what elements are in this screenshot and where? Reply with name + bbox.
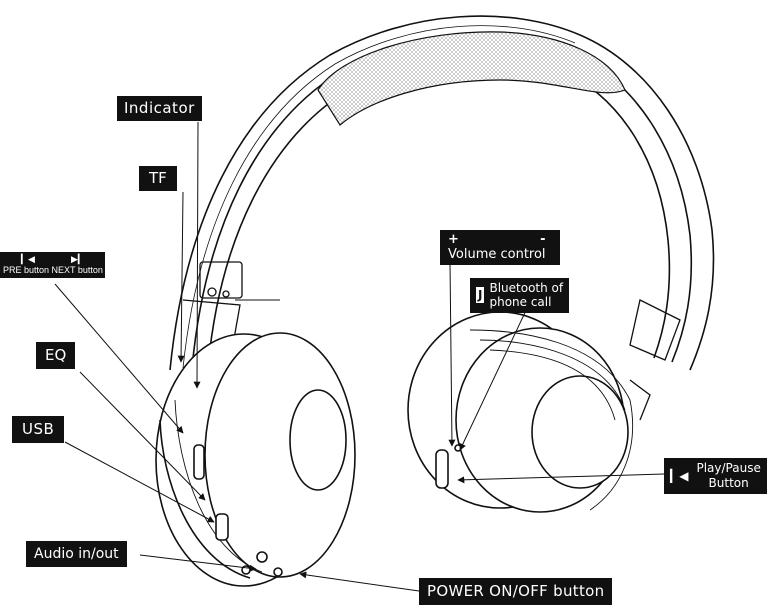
usb-text: USB <box>22 420 55 438</box>
tf-label: TF <box>139 166 177 191</box>
play-line2: Button <box>708 476 749 490</box>
right-slider <box>629 299 681 421</box>
leader-lines <box>54 121 665 592</box>
right-earcup <box>407 311 634 513</box>
power-label: POWER ON/OFF button <box>419 578 613 605</box>
indicator-text: Indicator <box>124 99 195 117</box>
audio-label: Audio in/out <box>26 541 127 567</box>
power-text: POWER ON/OFF button <box>427 582 605 600</box>
play-pause-icon: ▎◀ <box>670 469 689 483</box>
headband-cushion <box>317 31 626 126</box>
leader-audio <box>139 554 257 572</box>
phone-icon: Ј <box>476 287 485 304</box>
leader-usb <box>64 441 215 523</box>
bluetooth-call-label: Ј Bluetooth of phone call <box>470 278 570 313</box>
next-track-icon: ▶▎ <box>71 254 85 264</box>
audio-text: Audio in/out <box>34 546 119 562</box>
usb-label: USB <box>12 416 65 443</box>
play-line1: Play/Pause <box>696 461 761 475</box>
leader-bluetooth <box>459 301 531 451</box>
volume-text: Volume control <box>448 247 546 262</box>
prev-track-icon: ▎◀ <box>21 254 35 264</box>
volume-minus: - <box>540 232 546 247</box>
leader-eq <box>79 371 206 501</box>
pre-button-text: PRE button <box>3 265 50 275</box>
bluetooth-line1: Bluetooth of <box>489 281 564 295</box>
eq-text: EQ <box>45 346 67 364</box>
leader-power <box>299 571 420 592</box>
volume-label: + - Volume control <box>440 230 560 265</box>
left-earcup <box>155 332 356 587</box>
pre-next-label: ▎◀ ▶▎ PRE button NEXT button <box>0 252 105 278</box>
bluetooth-line2: phone call <box>489 295 552 310</box>
indicator-label: Indicator <box>117 96 202 121</box>
next-button-text: NEXT button <box>51 265 103 275</box>
leader-indicator <box>193 121 201 389</box>
eq-label: EQ <box>36 342 76 369</box>
leader-tf <box>177 191 185 363</box>
leader-prenext <box>54 283 184 434</box>
tf-text: TF <box>149 169 167 187</box>
play-pause-label: ▎◀ Play/Pause Button <box>664 458 767 494</box>
volume-plus: + <box>448 232 459 247</box>
leader-playpause <box>457 473 665 484</box>
leader-volume <box>448 261 456 447</box>
